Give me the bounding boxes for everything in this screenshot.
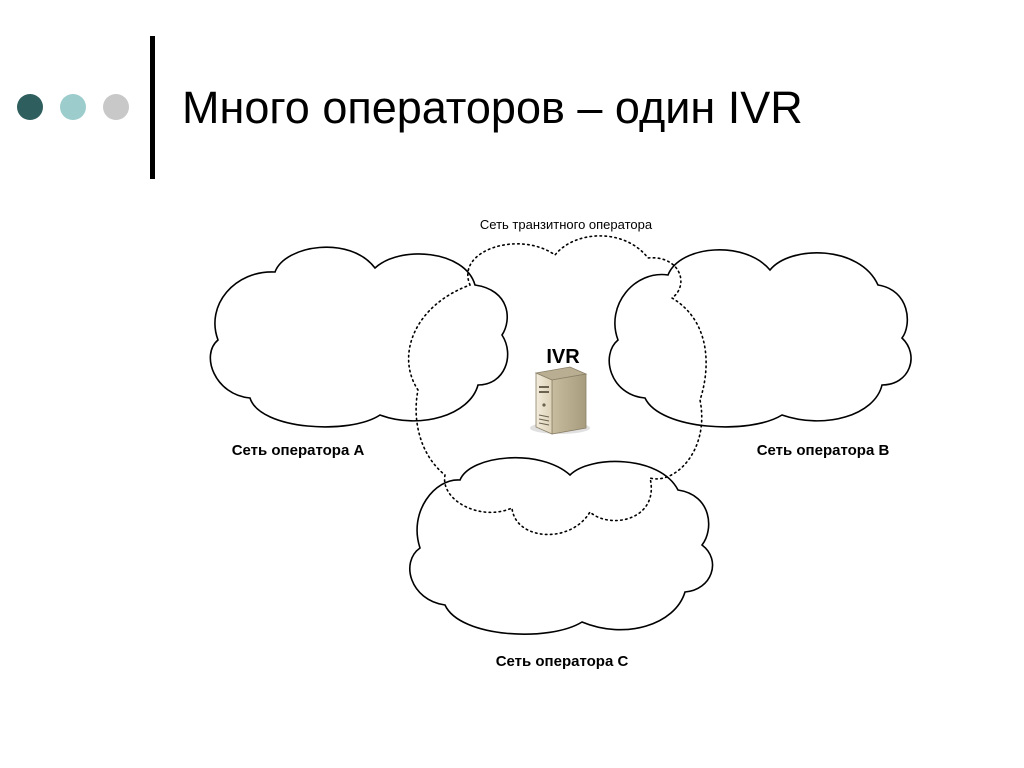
operator-b-cloud: [608, 249, 912, 428]
operator-c-label: Сеть оператора C: [496, 653, 629, 670]
operator-c-cloud: [409, 457, 714, 635]
slide-title: Много операторов – один IVR: [182, 82, 803, 133]
server-icon: [530, 366, 590, 435]
operator-a-label: Сеть оператора A: [232, 442, 365, 459]
bullet-dot-light: [60, 94, 86, 120]
bullet-dot-dark: [17, 94, 43, 120]
server-label: IVR: [546, 346, 580, 368]
bullet-dot-gray: [103, 94, 129, 120]
operator-a-cloud: [209, 246, 509, 428]
title-divider: [150, 36, 155, 179]
transit-network-cloud: [407, 235, 707, 536]
transit-network-label: Сеть транзитного оператора: [480, 217, 653, 232]
operator-b-label: Сеть оператора B: [757, 442, 890, 459]
